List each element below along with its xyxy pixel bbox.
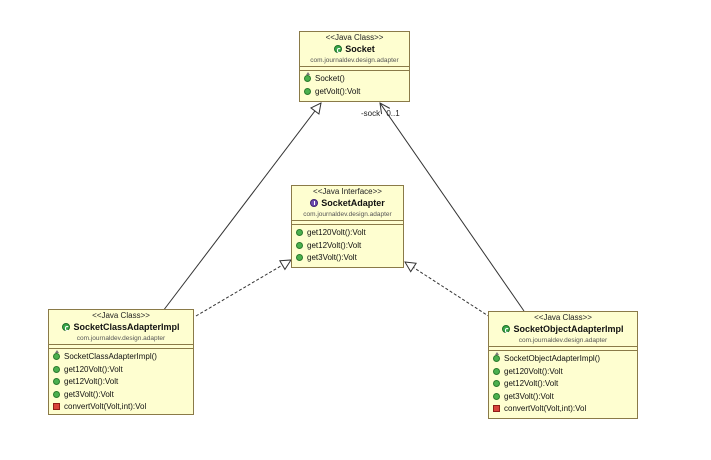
operation-item[interactable]: SocketObjectAdapterImpl() [493,352,633,366]
public-method-icon [493,392,500,400]
stereotype-label: <<Java Interface>> [313,187,382,196]
attributes-compartment [49,344,193,348]
class-box-socket[interactable]: <<Java Class>> Socket com.journaldev.des… [299,31,410,102]
operation-item[interactable]: get12Volt():Volt [493,378,633,391]
operation-item[interactable]: convertVolt(Volt,int):Vol [493,403,633,416]
class-icon [502,325,511,333]
class-name: SocketClassAdapterImpl [73,322,180,332]
operations-compartment: get120Volt():Volt get12Volt():Volt get3V… [292,224,403,267]
operation-item[interactable]: get12Volt():Volt [53,376,189,389]
attributes-compartment [292,220,403,224]
operation-item[interactable]: get3Volt():Volt [296,252,399,265]
operation-item[interactable]: getVolt():Volt [304,86,405,99]
association-object-adapter-to-socket [380,103,525,312]
stereotype-label: <<Java Class>> [534,313,592,322]
association-role: -sock [361,109,381,118]
class-box-socketobjectadapterimpl[interactable]: <<Java Class>> SocketObjectAdapterImpl c… [488,311,638,419]
operations-compartment: SocketObjectAdapterImpl() get120Volt():V… [489,350,637,418]
private-method-icon [493,405,500,412]
class-name: Socket [345,44,375,54]
attributes-compartment [300,66,409,70]
public-method-icon [493,367,500,375]
operation-item[interactable]: get3Volt():Volt [53,389,189,402]
public-method-icon [304,87,311,95]
constructor-icon [53,350,60,360]
package-name: com.journaldev.design.adapter [310,57,399,64]
interface-icon [310,199,319,207]
attributes-compartment [489,346,637,350]
interface-box-socketadapter[interactable]: <<Java Interface>> SocketAdapter com.jou… [291,185,404,268]
interface-name: SocketAdapter [321,198,385,208]
public-method-icon [296,229,303,236]
public-method-icon [53,365,60,373]
operation-item[interactable]: get120Volt():Volt [493,366,633,379]
operations-compartment: Socket() getVolt():Volt [300,70,409,100]
operation-item[interactable]: get120Volt():Volt [53,364,189,377]
stereotype-label: <<Java Class>> [92,311,150,320]
constructor-icon [493,352,500,362]
public-method-icon [296,241,303,249]
association-multiplicity: 0..1 [386,109,400,118]
stereotype-label: <<Java Class>> [325,33,384,42]
realization-class-adapter-to-socketadapter [195,260,291,317]
operation-item[interactable]: SocketClassAdapterImpl() [53,350,189,364]
public-method-icon [53,378,60,385]
package-name: com.journaldev.design.adapter [303,211,392,218]
private-method-icon [53,403,60,410]
operation-item[interactable]: Socket() [304,72,405,86]
package-name: com.journaldev.design.adapter [518,337,608,344]
package-name: com.journaldev.design.adapter [76,335,166,342]
operations-compartment: SocketClassAdapterImpl() get120Volt():Vo… [49,348,193,416]
constructor-icon [304,72,311,82]
class-box-socketclassadapterimpl[interactable]: <<Java Class>> SocketClassAdapterImpl co… [48,309,194,415]
public-method-icon [53,390,60,398]
operation-item[interactable]: get12Volt():Volt [296,240,399,253]
class-header: <<Java Class>> SocketClassAdapterImpl co… [49,310,193,344]
class-header: <<Java Class>> SocketObjectAdapterImpl c… [489,312,637,346]
operation-item[interactable]: get120Volt():Volt [296,227,399,240]
operation-item[interactable]: get3Volt():Volt [493,391,633,404]
class-header: <<Java Class>> Socket com.journaldev.des… [300,32,409,66]
public-method-icon [296,254,303,261]
public-method-icon [493,380,500,387]
class-icon [334,45,343,53]
interface-header: <<Java Interface>> SocketAdapter com.jou… [292,186,403,220]
association-role-label: -sock 0..1 [361,109,400,118]
inheritance-class-adapter-to-socket [162,103,321,312]
class-name: SocketObjectAdapterImpl [513,324,624,334]
class-icon [62,323,71,331]
realization-object-adapter-to-socketadapter [405,262,491,318]
operation-item[interactable]: convertVolt(Volt,int):Vol [53,401,189,414]
